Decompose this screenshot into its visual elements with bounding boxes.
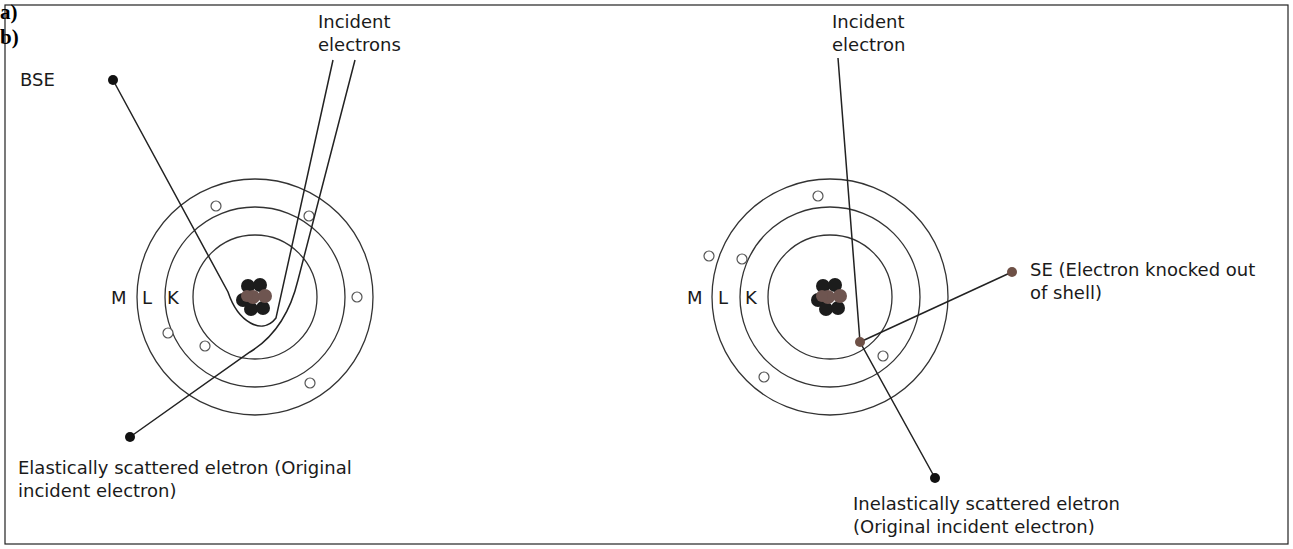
electron-label: Incident electrons: [318, 10, 428, 56]
electron-label: SE (Electron knocked out of shell): [1030, 258, 1262, 304]
electron-dot: [108, 75, 118, 85]
electron-label: Incident electron: [832, 10, 942, 56]
frame: [5, 5, 1288, 544]
atom-b: [704, 179, 948, 415]
shell-letter: K: [745, 286, 757, 309]
shell-electron: [737, 254, 747, 264]
electron-label: BSE: [20, 68, 55, 91]
nucleon: [816, 290, 828, 302]
nucleon: [241, 290, 253, 302]
shell-electron: [813, 191, 823, 201]
knocked-electron: [855, 337, 865, 347]
electron-dot: [930, 473, 940, 483]
nucleus: [811, 278, 847, 316]
nucleon: [831, 301, 845, 315]
bse-path: [113, 60, 333, 326]
inelastic-path: [838, 58, 935, 478]
shell-electron: [305, 378, 315, 388]
shell-electron: [352, 292, 362, 302]
m-shell: [137, 179, 373, 415]
nucleon: [819, 302, 833, 316]
shell-letter: M: [111, 286, 127, 309]
electron-label: Inelastically scattered eletron (Origina…: [853, 492, 1193, 538]
shell-electron: [759, 372, 769, 382]
secondary-electron-dot: [1007, 267, 1017, 277]
atom-a: [137, 179, 373, 415]
nucleon: [833, 289, 847, 303]
shell-letter: L: [718, 286, 728, 309]
nucleon: [244, 302, 258, 316]
nucleon: [258, 289, 272, 303]
elastic-path: [130, 60, 355, 437]
nucleon: [256, 301, 270, 315]
electron-dot: [125, 432, 135, 442]
shell-electron: [878, 351, 888, 361]
m-shell: [712, 179, 948, 415]
electron-label: Elastically scattered eletron (Original …: [18, 456, 358, 502]
shell-electron: [211, 201, 221, 211]
k-shell: [193, 235, 317, 359]
panel-letter: a): [0, 0, 1293, 25]
shell-electron: [704, 251, 714, 261]
shell-electron: [163, 328, 173, 338]
k-shell: [768, 235, 892, 359]
nucleus: [236, 278, 272, 316]
l-shell: [740, 207, 920, 387]
se-path: [860, 272, 1012, 342]
shell-letter: M: [687, 286, 703, 309]
shell-letter: L: [142, 286, 152, 309]
panel-letter: b): [0, 25, 1293, 50]
shell-electron: [304, 211, 314, 221]
shell-electron: [200, 341, 210, 351]
l-shell: [165, 207, 345, 387]
shell-letter: K: [167, 286, 179, 309]
